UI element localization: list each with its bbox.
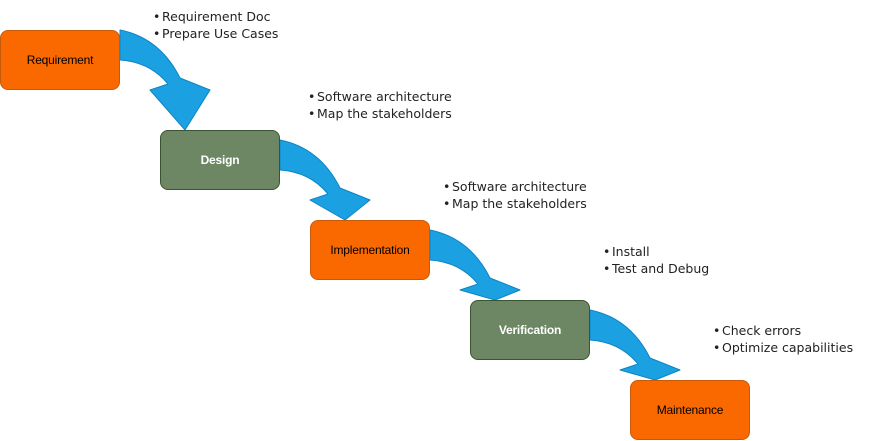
stage-maintenance: Maintenance — [630, 380, 750, 440]
stage-requirement: Requirement — [0, 30, 120, 90]
stage-label: Maintenance — [656, 403, 724, 417]
note-item: Install — [603, 243, 709, 260]
note-item: Optimize capabilities — [713, 339, 853, 356]
flow-arrow-design-to-implementation — [279, 139, 371, 221]
note-item: Software architecture — [308, 88, 452, 105]
requirement-notes: Requirement Doc Prepare Use Cases — [153, 8, 278, 42]
note-item: Prepare Use Cases — [153, 25, 278, 42]
note-item: Map the stakeholders — [308, 105, 452, 122]
flow-arrow-requirement-to-design — [119, 29, 211, 131]
note-item: Test and Debug — [603, 260, 709, 277]
flow-arrow-implementation-to-verification — [429, 229, 521, 301]
note-item: Software architecture — [443, 178, 587, 195]
stage-label: Design — [200, 153, 240, 167]
flow-arrow-verification-to-maintenance — [589, 309, 681, 381]
design-notes: Software architecture Map the stakeholde… — [308, 88, 452, 122]
stage-label: Requirement — [26, 53, 94, 67]
note-item: Check errors — [713, 322, 853, 339]
note-item: Requirement Doc — [153, 8, 278, 25]
stage-label: Verification — [498, 323, 562, 337]
stage-label: Implementation — [330, 243, 410, 257]
implementation-notes: Software architecture Map the stakeholde… — [443, 178, 587, 212]
stage-implementation: Implementation — [310, 220, 430, 280]
maintenance-notes: Check errors Optimize capabilities — [713, 322, 853, 356]
stage-design: Design — [160, 130, 280, 190]
note-item: Map the stakeholders — [443, 195, 587, 212]
stage-verification: Verification — [470, 300, 590, 360]
verification-notes: Install Test and Debug — [603, 243, 709, 277]
